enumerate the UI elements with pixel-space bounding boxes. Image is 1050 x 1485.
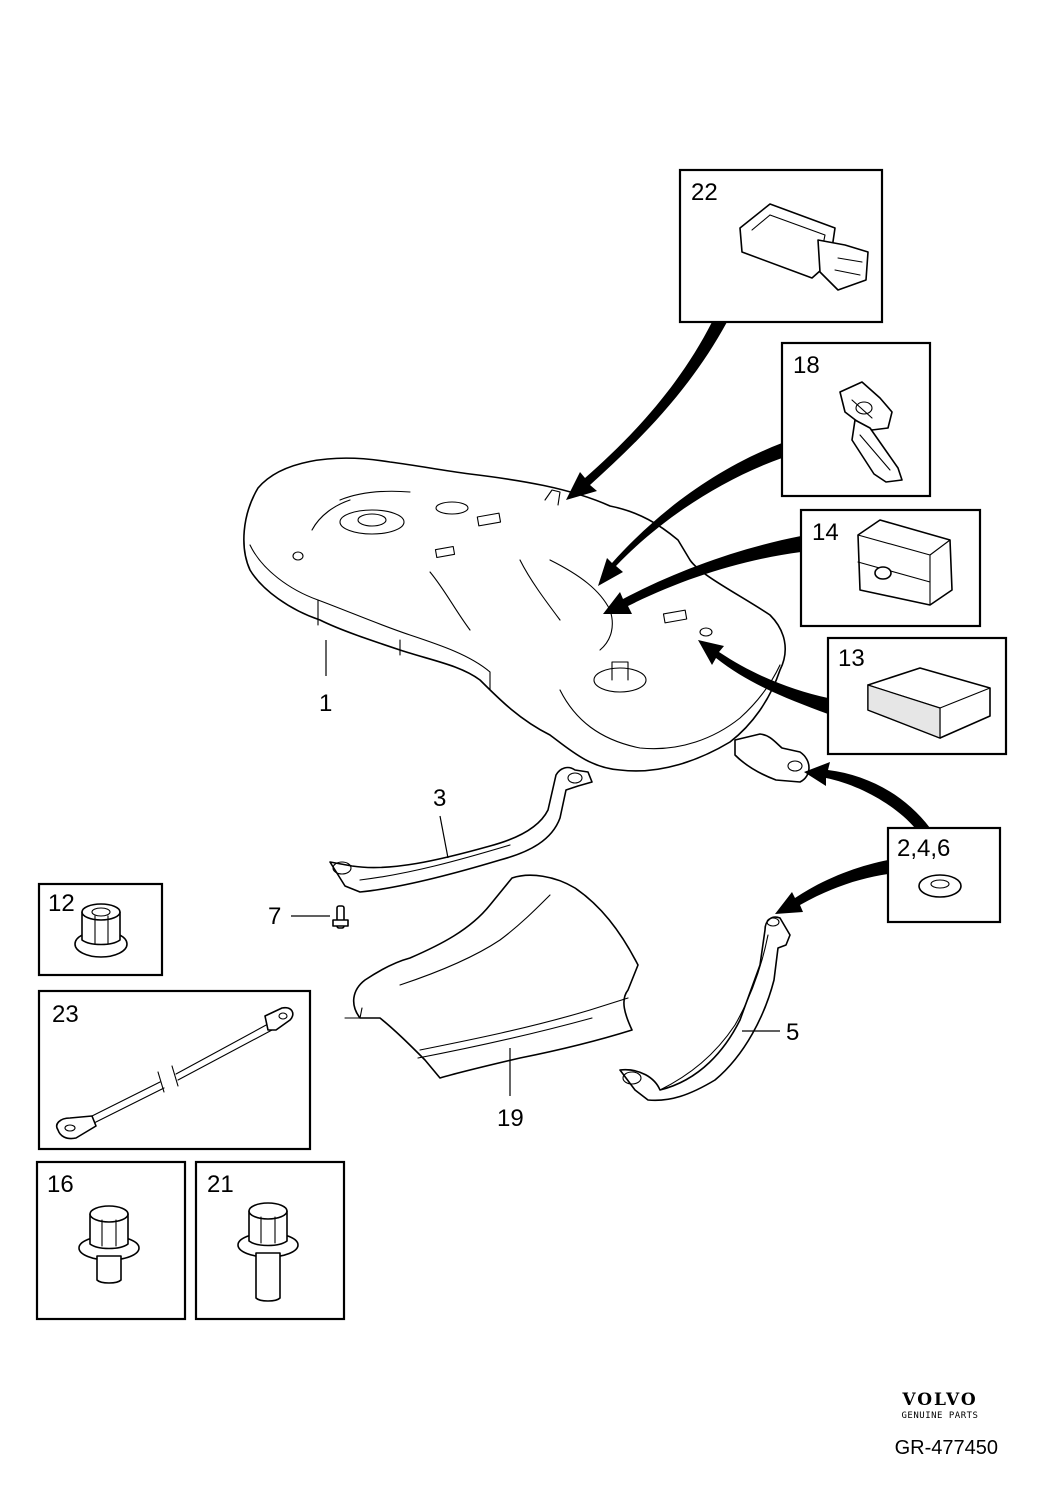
bolt-7[interactable]: [291, 905, 349, 929]
inset-box-18[interactable]: 18: [780, 341, 932, 498]
inset-label-13: 13: [838, 645, 865, 672]
volvo-genuine-parts-logo: VOLVO GENUINE PARTS: [860, 1390, 1020, 1421]
inset-box-21[interactable]: 21: [194, 1160, 346, 1321]
bolt-part-21: [237, 1202, 299, 1302]
callout-19: 19: [497, 1105, 524, 1132]
arrow-18: [598, 443, 782, 586]
tank-strap-front[interactable]: [329, 766, 593, 893]
arrow-14: [603, 536, 801, 614]
inset-box-2-4-6[interactable]: 2,4,6: [886, 826, 1002, 924]
inset-label-12: 12: [48, 890, 75, 917]
washer-part: [918, 874, 962, 898]
ground-strap-part-23: [55, 1006, 294, 1140]
diagram-reference-number: GR-477450: [894, 1437, 998, 1459]
inset-box-12[interactable]: 12: [37, 882, 164, 977]
arrow-246-lower: [775, 860, 888, 914]
tank-strap-rear[interactable]: [619, 916, 791, 1102]
arrow-22: [566, 322, 727, 500]
inset-box-23[interactable]: 23: [37, 989, 312, 1151]
callout-1: 1: [319, 690, 332, 717]
bolt-part-16: [78, 1205, 140, 1284]
fuel-tank[interactable]: [243, 457, 810, 783]
connector-part-22: [739, 203, 869, 291]
grommet-part-14: [857, 519, 953, 606]
callout-3: 3: [433, 785, 446, 812]
inset-label-14: 14: [812, 519, 839, 546]
inset-box-14[interactable]: 14: [799, 508, 982, 628]
inset-label-21: 21: [207, 1171, 234, 1198]
heat-shield[interactable]: [344, 874, 639, 1096]
callout-5: 5: [786, 1019, 799, 1046]
arrow-246-upper: [804, 762, 930, 828]
brand-tagline: GENUINE PARTS: [901, 1411, 979, 1421]
inset-label-18: 18: [793, 352, 820, 379]
inset-box-22[interactable]: 22: [678, 168, 884, 324]
callout-7: 7: [268, 903, 281, 930]
clip-part-18: [839, 381, 903, 483]
arrow-13: [698, 640, 828, 714]
inset-label-2-4-6: 2,4,6: [897, 835, 950, 862]
inset-label-16: 16: [47, 1171, 74, 1198]
inset-label-23: 23: [52, 1001, 79, 1028]
inset-box-13[interactable]: 13: [826, 636, 1008, 756]
pad-part-13: [867, 667, 991, 739]
brand-logo-text: VOLVO: [902, 1390, 978, 1410]
inset-label-22: 22: [691, 179, 718, 206]
nut-part-12: [74, 903, 128, 958]
inset-box-16[interactable]: 16: [35, 1160, 187, 1321]
pointer-arrows: [566, 322, 930, 914]
